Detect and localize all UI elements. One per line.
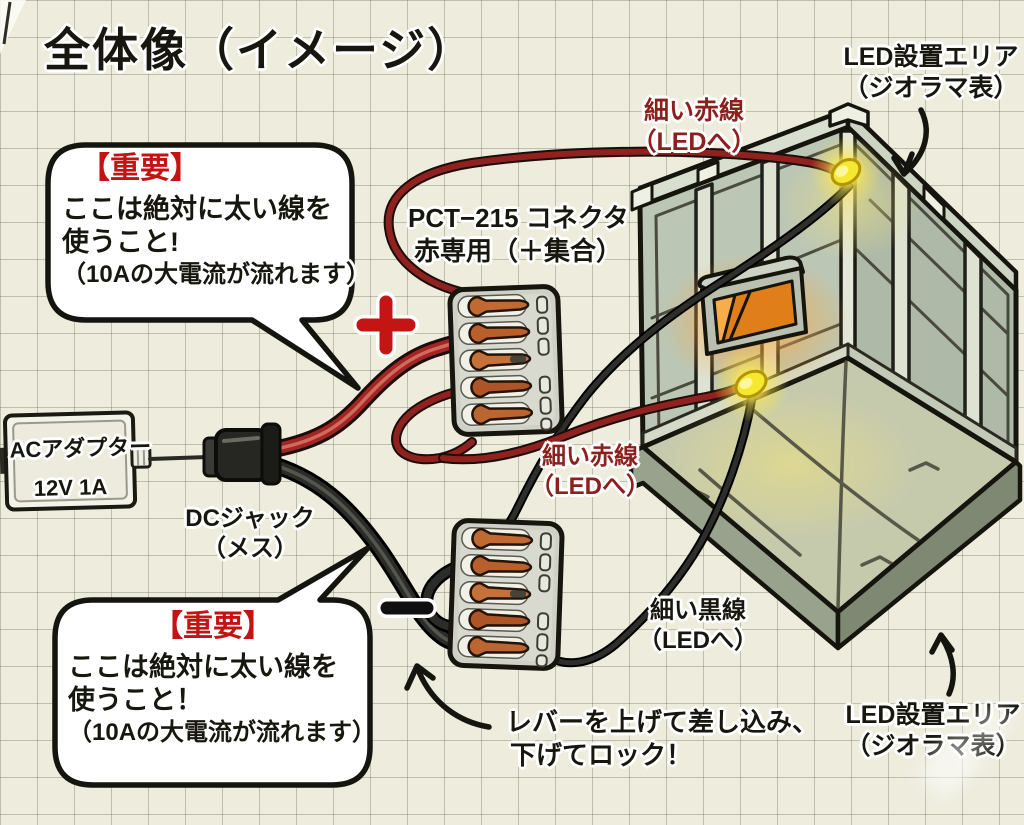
led-area-label-top: LED設置エリア （ジオラマ表） [843, 43, 1019, 103]
warning-heading: 【重要】 [153, 610, 273, 643]
warning-bubble-bottom-text: 【重要】 ここは絶対に太い線を 使うこと！ （10Aの大電流が流れます） [68, 610, 377, 746]
dc-jack-label: DCジャック （メス） [185, 505, 315, 562]
arrow-to-connector [404, 663, 492, 730]
page-curl [0, 0, 26, 54]
pct-connector-minus [449, 520, 562, 669]
warning-bubble-bottom [52, 545, 373, 788]
warning-bubble-top [45, 142, 361, 391]
arrow-to-base [929, 632, 956, 697]
thin-red-wire-top-led [383, 146, 839, 301]
lever-instruction: レバーを上げて差し込み、 下げてロック！ [506, 707, 819, 770]
led-floor [713, 346, 789, 422]
thin-black-wire-floor-led [543, 393, 757, 668]
wall-lamp [697, 255, 808, 356]
thin-red-wire-label-top: 細い赤線 （LEDへ） [631, 97, 757, 157]
diorama [628, 102, 1023, 651]
warning-bubble-top-text: 【重要】 ここは絶対に太い線を 使うこと! （10Aの大電流が流れます） [62, 152, 371, 288]
connector-label: PCT−215 コネクタ 赤専用（＋集合） [408, 203, 629, 266]
thin-black-wire-label: 細い黒線 （LEDへ） [638, 597, 758, 654]
thin-black-wire-top-led [462, 181, 854, 566]
dc-jack [148, 422, 282, 486]
page-title: 全体像（イメージ） [44, 24, 476, 76]
ac-adapter-label: ACアダプター 12V 1A [9, 433, 152, 501]
arrow-to-top-led [891, 107, 929, 177]
pct-connector-plus [450, 286, 563, 435]
led-top [810, 136, 882, 208]
thin-red-wire-label-mid: 細い赤線 （LEDへ） [530, 443, 650, 500]
ac-adapter [0, 410, 152, 512]
plus-symbol [353, 292, 419, 358]
warning-heading: 【重要】 [80, 152, 200, 185]
